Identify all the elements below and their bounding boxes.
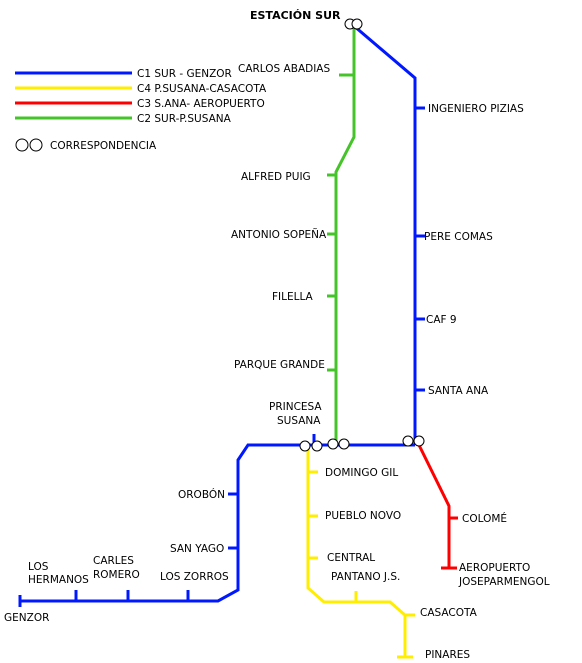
station-label-pere-comas: PERE COMAS	[424, 231, 493, 243]
station-labels: CARLOS ABADIAS ALFRED PUIG ANTONIO SOPEÑ…	[4, 63, 550, 661]
station-label-colome: COLOMÉ	[462, 512, 507, 525]
interchange-santa-ana-icon	[413, 435, 425, 447]
line-c1	[18, 24, 425, 607]
line-c4	[306, 447, 415, 659]
line-c1-main-path	[353, 24, 417, 445]
station-label-ingeniero-pizias: INGENIERO PIZIAS	[428, 103, 524, 115]
station-label-casacota: CASACOTA	[420, 607, 478, 619]
station-label-pantano: PANTANO J.S.	[331, 571, 400, 583]
interchange-princesa-susana-icon	[311, 440, 323, 452]
line-c3-path	[416, 442, 451, 568]
interchange-santa-ana-icon	[402, 435, 414, 447]
station-label-princesa-susana: SUSANA	[277, 415, 321, 427]
station-label-alfred-puig: ALFRED PUIG	[241, 171, 311, 183]
interchange-princesa-susana-icon	[338, 438, 350, 450]
station-label-los-zorros: LOS ZORROS	[160, 571, 229, 583]
legend-interchange-circle-icon	[29, 138, 43, 152]
station-label-san-yago: SAN YAGO	[170, 543, 224, 555]
line-c1-west-path	[20, 443, 310, 603]
station-label-aeropuerto: AEROPUERTO	[459, 562, 530, 574]
station-label-pinares: PINARES	[425, 649, 470, 661]
line-c3	[416, 442, 458, 570]
legend-label-c1: C1 SUR - GENZOR	[137, 68, 232, 80]
legend-label-c2: C2 SUR-P.SUSANA	[137, 113, 232, 125]
legend-label-c4: C4 P.SUSANA-CASACOTA	[137, 83, 267, 95]
station-label-los-hermanos: HERMANOS	[28, 574, 89, 586]
line-c2-path	[334, 26, 356, 445]
station-label-carlos-abadias: CARLOS ABADIAS	[238, 63, 330, 75]
station-label-princesa-susana: PRINCESA	[269, 401, 322, 413]
interchanges	[299, 18, 425, 452]
station-label-carles-romero: CARLES	[93, 555, 134, 567]
station-label-orobon: OROBÓN	[178, 488, 225, 501]
line-c2	[327, 26, 356, 445]
station-label-los-hermanos: LOS	[28, 561, 49, 573]
station-label-central: CENTRAL	[327, 552, 375, 564]
station-label-genzor: GENZOR	[4, 612, 49, 624]
station-label-domingo-gil: DOMINGO GIL	[325, 467, 398, 479]
station-label-pueblo-novo: PUEBLO NOVO	[325, 510, 401, 522]
interchange-princesa-susana-icon	[327, 438, 339, 450]
map-title: ESTACIÓN SUR	[250, 9, 341, 22]
station-label-parque-grande: PARQUE GRANDE	[234, 359, 325, 371]
station-label-aeropuerto: JOSEPARMENGOL	[458, 576, 550, 588]
interchange-princesa-susana-icon	[299, 440, 311, 452]
station-label-carles-romero: ROMERO	[93, 569, 140, 581]
legend-label-interchange: CORRESPONDENCIA	[50, 140, 157, 152]
station-label-antonio-sopena: ANTONIO SOPEÑA	[231, 228, 327, 241]
station-label-santa-ana: SANTA ANA	[428, 385, 489, 397]
interchange-estacion-sur-icon	[351, 18, 363, 30]
legend: C1 SUR - GENZOR C4 P.SUSANA-CASACOTA C3 …	[15, 68, 267, 152]
station-label-filella: FILELLA	[272, 291, 314, 303]
station-label-caf9: CAF 9	[426, 314, 457, 326]
legend-label-c3: C3 S.ANA- AEROPUERTO	[137, 98, 265, 110]
legend-interchange-circle-icon	[15, 138, 29, 152]
